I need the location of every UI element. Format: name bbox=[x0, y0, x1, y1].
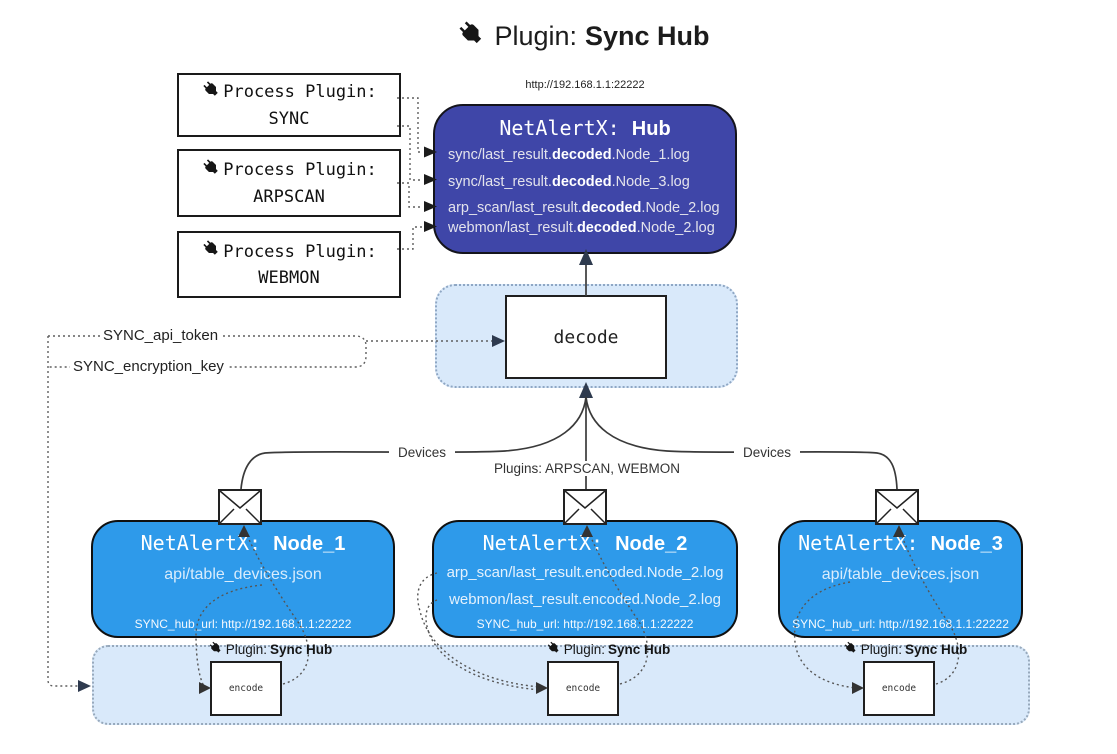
envelope-icon bbox=[563, 489, 607, 525]
hub-log-line: arp_scan/last_result.decoded.Node_2.log bbox=[448, 200, 720, 216]
node-1-box: NetAlertX: Node_1 api/table_devices.json… bbox=[91, 520, 395, 638]
encode-plugin-label: Plugin:Sync Hub bbox=[523, 640, 693, 658]
plug-icon bbox=[456, 18, 486, 55]
process-plugin-label: Process Plugin: bbox=[223, 160, 377, 180]
process-plugin-label: Process Plugin: bbox=[223, 241, 377, 262]
encode-plugin-label: Plugin:Sync Hub bbox=[820, 640, 990, 658]
edge-label-devices-right: Devices bbox=[734, 445, 800, 460]
page-title: Plugin: Sync Hub bbox=[283, 14, 883, 58]
encode-box: encode bbox=[210, 661, 282, 716]
hub-box: NetAlertX: Hub sync/last_result.decoded.… bbox=[433, 104, 737, 254]
plug-icon bbox=[843, 640, 858, 658]
hub-log-line: sync/last_result.decoded.Node_3.log bbox=[448, 174, 690, 190]
encode-plugin-label: Plugin:Sync Hub bbox=[185, 640, 355, 658]
process-plugin-webmon: Process Plugin: WEBMON bbox=[177, 231, 401, 298]
encode-box: encode bbox=[863, 661, 935, 716]
process-plugin-name: ARPSCAN bbox=[253, 186, 325, 207]
plug-icon bbox=[208, 640, 223, 658]
decode-box: decode bbox=[505, 295, 667, 379]
sync-api-token-label: SYNC_api_token bbox=[100, 327, 222, 344]
node-3-box: NetAlertX: Node_3 api/table_devices.json… bbox=[778, 520, 1023, 638]
node-1-hub-url: SYNC_hub_url: http://192.168.1.1:22222 bbox=[134, 617, 352, 631]
page-title-prefix: Plugin: bbox=[494, 20, 578, 51]
envelope-icon bbox=[875, 489, 919, 525]
node-2-hub-url: SYNC_hub_url: http://192.168.1.1:22222 bbox=[476, 617, 694, 631]
node-3-title: NetAlertX: Node_3 bbox=[798, 531, 1003, 555]
node-3-hub-url: SYNC_hub_url: http://192.168.1.1:22222 bbox=[792, 617, 1009, 631]
hub-title-prefix: NetAlertX: bbox=[499, 116, 620, 140]
page-title-bold: Sync Hub bbox=[585, 20, 710, 51]
edge-label-plugins: Plugins: ARPSCAN, WEBMON bbox=[484, 461, 690, 476]
envelope-icon bbox=[218, 489, 262, 525]
node-1-title: NetAlertX: Node_1 bbox=[140, 531, 346, 555]
node-2-box: NetAlertX: Node_2 arp_scan/last_result.e… bbox=[432, 520, 738, 638]
encode-box: encode bbox=[547, 661, 619, 716]
process-plugin-label: Process Plugin: bbox=[223, 82, 377, 102]
node-2-file: webmon/last_result.encoded.Node_2.log bbox=[449, 591, 721, 608]
hub-log-line: sync/last_result.decoded.Node_1.log bbox=[448, 147, 690, 163]
process-plugin-name: WEBMON bbox=[258, 268, 320, 288]
plug-icon bbox=[201, 157, 221, 185]
node-3-file: api/table_devices.json bbox=[821, 566, 980, 583]
node-1-file: api/table_devices.json bbox=[164, 566, 322, 583]
sync-encryption-key-label: SYNC_encryption_key bbox=[70, 358, 227, 375]
plug-icon bbox=[546, 640, 561, 658]
hub-log-line: webmon/last_result.decoded.Node_2.log bbox=[448, 220, 715, 236]
plug-icon bbox=[201, 79, 221, 107]
hub-title: NetAlertX: Hub bbox=[435, 116, 735, 141]
node-2-file: arp_scan/last_result.encoded.Node_2.log bbox=[446, 564, 724, 581]
process-plugin-name: SYNC bbox=[268, 108, 310, 129]
plug-icon bbox=[201, 238, 221, 266]
node-2-title: NetAlertX: Node_2 bbox=[482, 531, 688, 555]
process-plugin-arpscan: Process Plugin: ARPSCAN bbox=[177, 149, 401, 217]
process-plugin-sync: Process Plugin: SYNC bbox=[177, 73, 401, 137]
hub-url-label: http://192.168.1.1:22222 bbox=[525, 79, 645, 91]
edge-label-devices-left: Devices bbox=[389, 445, 455, 460]
hub-title-bold: Hub bbox=[631, 118, 671, 140]
